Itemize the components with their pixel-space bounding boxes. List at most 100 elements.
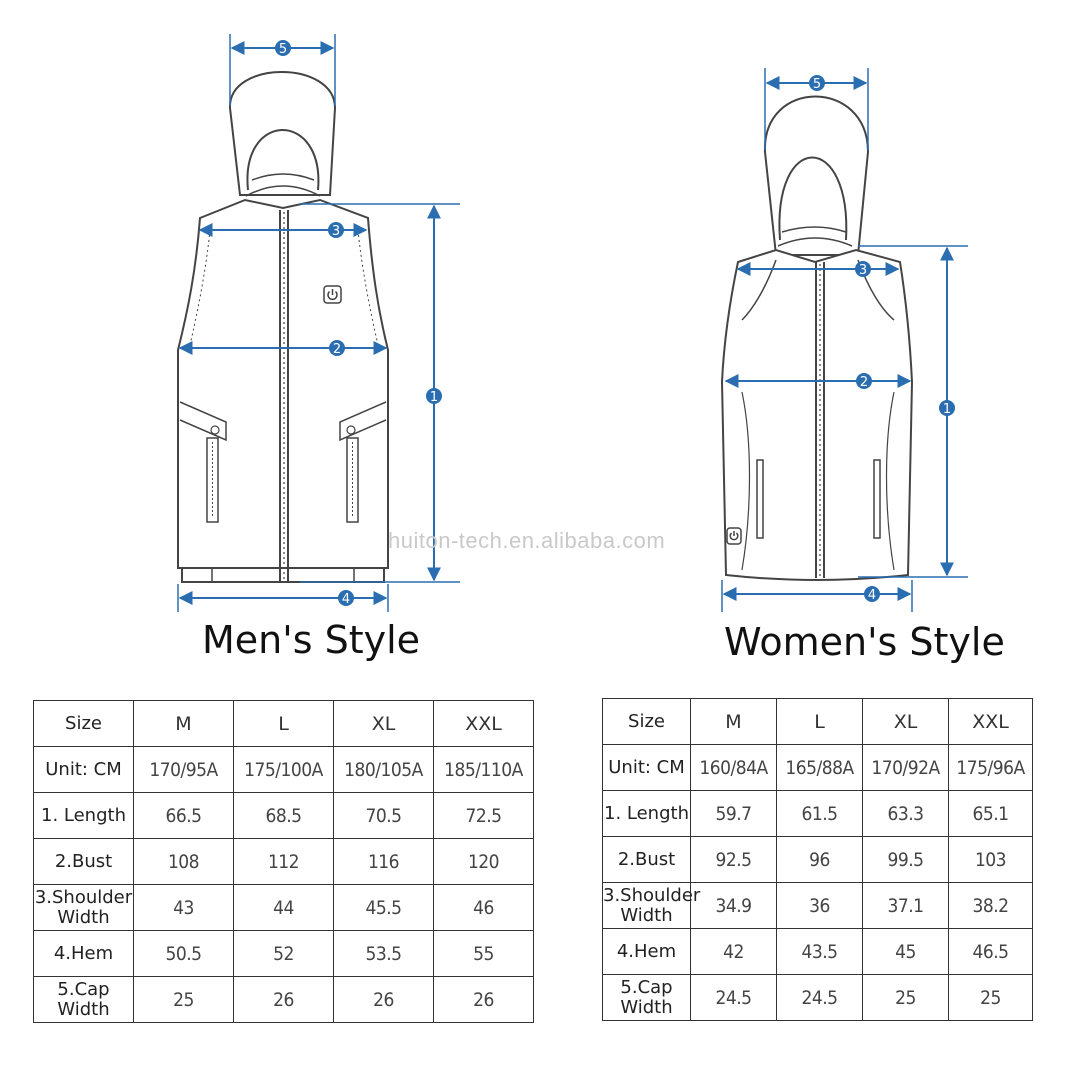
table-cell: 65.1 — [948, 790, 1033, 837]
header-cell: M — [690, 698, 777, 745]
table-cell: 120 — [433, 838, 534, 885]
mens-style-title: Men's Style — [202, 618, 421, 662]
table-row: 2.Bust 92.5 96 99.5 103 — [602, 836, 1033, 883]
table-cell: 185/110A — [433, 746, 534, 793]
header-cell: L — [776, 698, 863, 745]
table-cell: 96 — [776, 836, 863, 883]
table-cell: 72.5 — [433, 792, 534, 839]
table-cell: 61.5 — [776, 790, 863, 837]
row-label: Unit: CM — [602, 744, 691, 791]
table-cell: 103 — [948, 836, 1033, 883]
table-header-row: Size M L XL XXL — [602, 698, 1033, 745]
table-row: Unit: CM 160/84A 165/88A 170/92A 175/96A — [602, 744, 1033, 791]
table-cell: 175/100A — [233, 746, 334, 793]
table-cell: 50.5 — [133, 930, 234, 977]
table-cell: 59.7 — [690, 790, 777, 837]
mens-size-table: Size M L XL XXL Unit: CM 170/95A 175/100… — [33, 700, 534, 1023]
table-cell: 175/96A — [948, 744, 1033, 791]
mens-vest-drawing — [177, 71, 389, 583]
row-label: 4.Hem — [602, 928, 691, 975]
marker-2: 2 — [860, 375, 868, 390]
table-cell: 63.3 — [862, 790, 949, 837]
marker-4: 4 — [342, 592, 350, 607]
table-cell: 68.5 — [233, 792, 334, 839]
table-row: 1. Length 66.5 68.5 70.5 72.5 — [33, 792, 534, 839]
table-cell: 43 — [133, 884, 234, 931]
table-cell: 25 — [133, 976, 234, 1023]
table-row: 2.Bust 108 112 116 120 — [33, 838, 534, 885]
table-cell: 66.5 — [133, 792, 234, 839]
header-cell: XL — [862, 698, 949, 745]
header-cell: L — [233, 700, 334, 747]
marker-3: 3 — [332, 224, 340, 239]
row-label: Unit: CM — [33, 746, 134, 793]
table-row: 4.Hem 50.5 52 53.5 55 — [33, 930, 534, 977]
table-cell: 46.5 — [948, 928, 1033, 975]
table-cell: 43.5 — [776, 928, 863, 975]
table-cell: 180/105A — [333, 746, 434, 793]
table-cell: 38.2 — [948, 882, 1033, 929]
table-cell: 45 — [862, 928, 949, 975]
table-cell: 52 — [233, 930, 334, 977]
table-cell: 25 — [948, 974, 1033, 1021]
row-label: 5.Cap Width — [602, 974, 691, 1021]
marker-2: 2 — [333, 342, 341, 357]
table-cell: 24.5 — [776, 974, 863, 1021]
table-header-row: Size M L XL XXL — [33, 700, 534, 747]
table-cell: 170/92A — [862, 744, 949, 791]
table-cell: 170/95A — [133, 746, 234, 793]
table-cell: 26 — [233, 976, 334, 1023]
marker-5: 5 — [279, 42, 287, 57]
mens-marker-badges: 5 3 2 1 4 — [275, 40, 442, 607]
table-cell: 108 — [133, 838, 234, 885]
marker-3: 3 — [859, 263, 867, 278]
watermark: huiton-tech.en.alibaba.com — [388, 528, 666, 553]
row-label: 5.Cap Width — [33, 976, 134, 1023]
table-cell: 37.1 — [862, 882, 949, 929]
table-cell: 24.5 — [690, 974, 777, 1021]
table-cell: 92.5 — [690, 836, 777, 883]
row-label: 2.Bust — [602, 836, 691, 883]
header-cell: XL — [333, 700, 434, 747]
table-row: 3.Shoulder Width 43 44 45.5 46 — [33, 884, 534, 931]
table-row: Unit: CM 170/95A 175/100A 180/105A 185/1… — [33, 746, 534, 793]
table-cell: 165/88A — [776, 744, 863, 791]
table-cell: 45.5 — [333, 884, 434, 931]
table-cell: 42 — [690, 928, 777, 975]
table-cell: 46 — [433, 884, 534, 931]
marker-4: 4 — [868, 588, 876, 603]
table-cell: 34.9 — [690, 882, 777, 929]
table-row: 5.Cap Width 25 26 26 26 — [33, 976, 534, 1023]
power-icon — [323, 285, 342, 304]
row-label: 3.Shoulder Width — [33, 884, 134, 931]
header-cell: Size — [602, 698, 691, 745]
womens-marker-badges: 5 3 2 1 4 — [809, 75, 955, 603]
power-icon — [726, 527, 742, 545]
table-cell: 26 — [333, 976, 434, 1023]
row-label: 1. Length — [602, 790, 691, 837]
marker-1: 1 — [430, 390, 438, 405]
table-cell: 26 — [433, 976, 534, 1023]
table-cell: 116 — [333, 838, 434, 885]
table-row: 5.Cap Width 24.5 24.5 25 25 — [602, 974, 1033, 1021]
row-label: 2.Bust — [33, 838, 134, 885]
header-cell: Size — [33, 700, 134, 747]
table-row: 3.Shoulder Width 34.9 36 37.1 38.2 — [602, 882, 1033, 929]
womens-size-table: Size M L XL XXL Unit: CM 160/84A 165/88A… — [602, 698, 1033, 1021]
row-label: 1. Length — [33, 792, 134, 839]
marker-1: 1 — [943, 402, 951, 417]
row-label: 4.Hem — [33, 930, 134, 977]
table-cell: 160/84A — [690, 744, 777, 791]
table-cell: 44 — [233, 884, 334, 931]
table-cell: 112 — [233, 838, 334, 885]
marker-5: 5 — [813, 77, 821, 92]
header-cell: XXL — [433, 700, 534, 747]
header-cell: XXL — [948, 698, 1033, 745]
header-cell: M — [133, 700, 234, 747]
table-cell: 70.5 — [333, 792, 434, 839]
vest-diagrams: 5 3 2 1 4 — [177, 34, 968, 612]
table-cell: 55 — [433, 930, 534, 977]
womens-style-title: Women's Style — [724, 620, 1005, 664]
table-cell: 53.5 — [333, 930, 434, 977]
table-cell: 99.5 — [862, 836, 949, 883]
